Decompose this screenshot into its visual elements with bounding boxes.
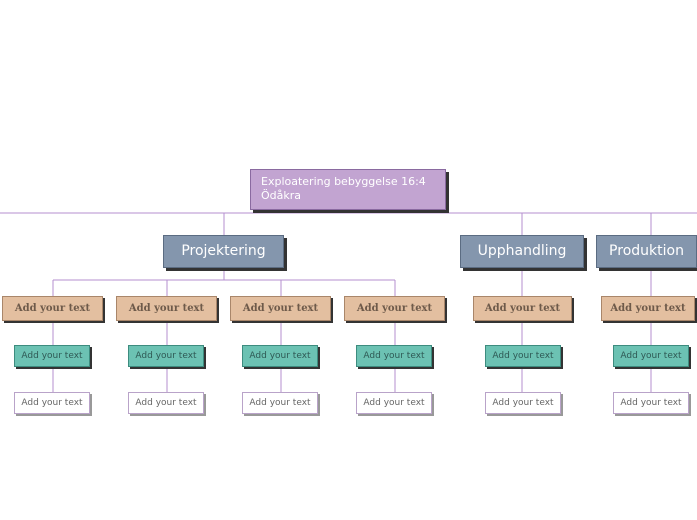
- subtopic-level2[interactable]: Add your text: [356, 345, 432, 367]
- subtopic-level3[interactable]: Add your text: [242, 392, 318, 414]
- subtopic-level1[interactable]: Add your text: [2, 296, 103, 321]
- subtopic-level2[interactable]: Add your text: [485, 345, 561, 367]
- branch-label: Produktion: [609, 243, 684, 259]
- subtopic-level3[interactable]: Add your text: [14, 392, 90, 414]
- subtopic-level3[interactable]: Add your text: [356, 392, 432, 414]
- subtopic-label: Add your text: [135, 351, 197, 361]
- subtopic-level1[interactable]: Add your text: [473, 296, 572, 321]
- subtopic-level3[interactable]: Add your text: [613, 392, 689, 414]
- subtopic-level2[interactable]: Add your text: [128, 345, 204, 367]
- subtopic-label: Add your text: [21, 351, 83, 361]
- branch-upphandling[interactable]: Upphandling: [460, 235, 584, 268]
- subtopic-label: Add your text: [610, 303, 686, 314]
- subtopic-label: Add your text: [135, 398, 197, 408]
- subtopic-label: Add your text: [492, 351, 554, 361]
- subtopic-label: Add your text: [363, 398, 425, 408]
- subtopic-label: Add your text: [242, 303, 319, 314]
- subtopic-level1[interactable]: Add your text: [116, 296, 217, 321]
- subtopic-level3[interactable]: Add your text: [485, 392, 561, 414]
- branch-label: Upphandling: [477, 243, 567, 259]
- subtopic-label: Add your text: [620, 351, 682, 361]
- subtopic-label: Add your text: [21, 398, 83, 408]
- subtopic-level3[interactable]: Add your text: [128, 392, 204, 414]
- subtopic-label: Add your text: [363, 351, 425, 361]
- subtopic-level1[interactable]: Add your text: [601, 296, 695, 321]
- subtopic-label: Add your text: [249, 351, 311, 361]
- subtopic-label: Add your text: [128, 303, 205, 314]
- subtopic-label: Add your text: [492, 398, 554, 408]
- subtopic-label: Add your text: [14, 303, 91, 314]
- subtopic-label: Add your text: [356, 303, 433, 314]
- subtopic-label: Add your text: [484, 303, 561, 314]
- root-topic[interactable]: Exploatering bebyggelse 16:4 Ödåkra: [250, 169, 446, 210]
- subtopic-level1[interactable]: Add your text: [230, 296, 331, 321]
- subtopic-label: Add your text: [620, 398, 682, 408]
- subtopic-level2[interactable]: Add your text: [613, 345, 689, 367]
- root-topic-label: Exploatering bebyggelse 16:4 Ödåkra: [261, 175, 426, 202]
- branch-label: Projektering: [181, 243, 266, 259]
- subtopic-level2[interactable]: Add your text: [242, 345, 318, 367]
- branch-projektering[interactable]: Projektering: [163, 235, 284, 268]
- branch-produktion[interactable]: Produktion: [596, 235, 697, 268]
- subtopic-level1[interactable]: Add your text: [344, 296, 445, 321]
- subtopic-level2[interactable]: Add your text: [14, 345, 90, 367]
- subtopic-label: Add your text: [249, 398, 311, 408]
